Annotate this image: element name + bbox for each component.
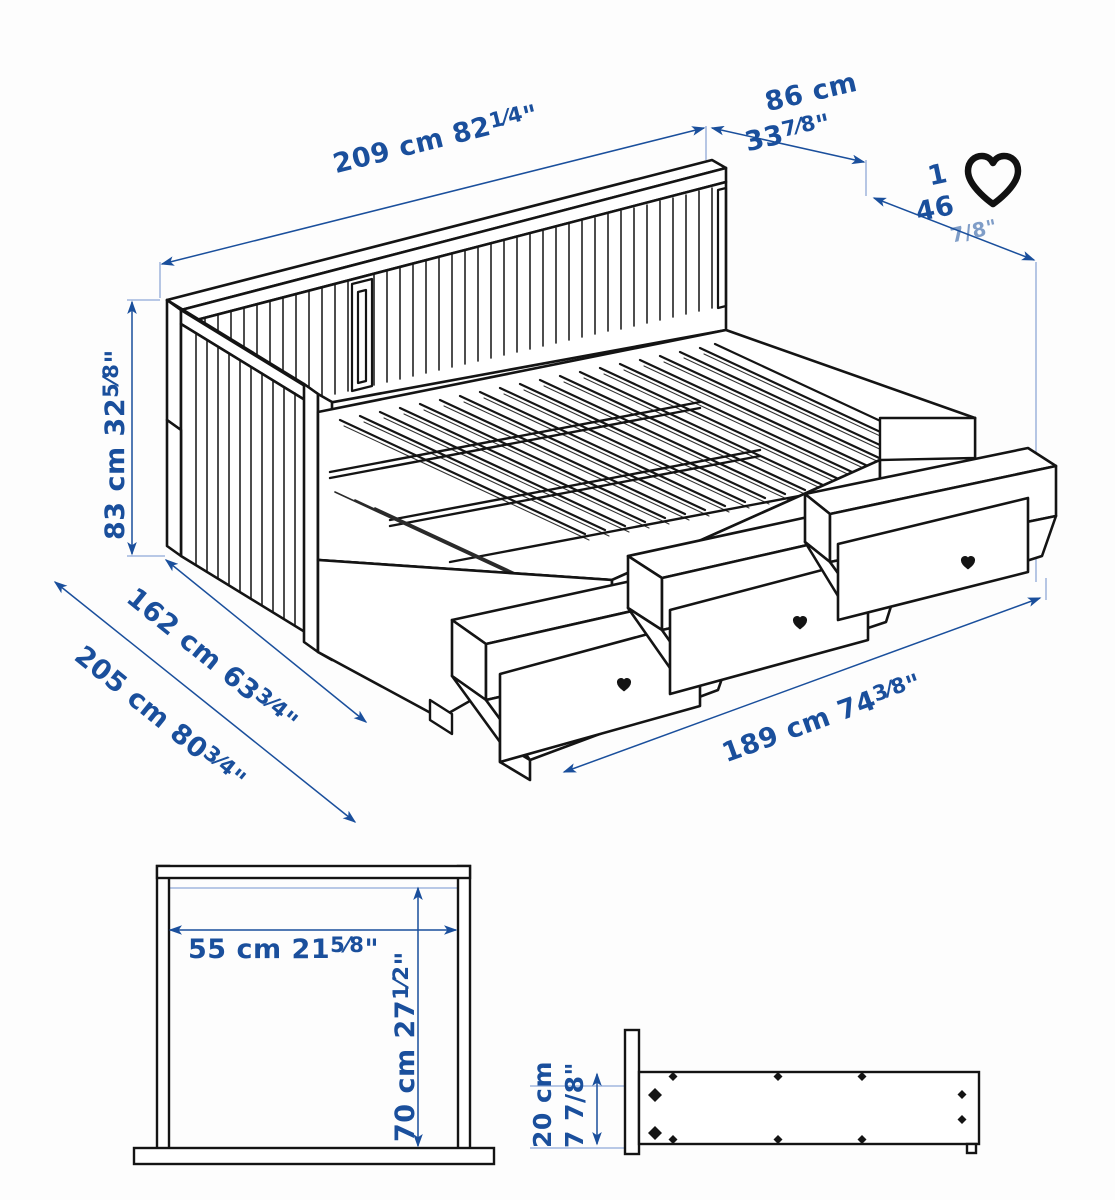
dim-label-side-rail-height-line1: 20 cm <box>528 1061 557 1148</box>
rail-fittings <box>648 1072 967 1144</box>
dimension-arrows-main <box>53 125 1042 823</box>
dim-label-drawer-inner-height: 70 cm 271⁄2" <box>388 950 421 1142</box>
daybed-drawing <box>165 158 1058 782</box>
side-rail-profile-drawing <box>623 1028 981 1156</box>
dim-label-overall-height: 83 cm 325⁄8" <box>98 348 131 540</box>
dim-label-drawer-inner-width: 55 cm 215⁄8" <box>188 932 380 965</box>
detail-front-dimension-arrows <box>168 886 458 1148</box>
drawer-front-elevation-drawing <box>132 864 496 1166</box>
dim-label-side-rail-height-line2: 7 7/8" <box>560 1061 589 1148</box>
